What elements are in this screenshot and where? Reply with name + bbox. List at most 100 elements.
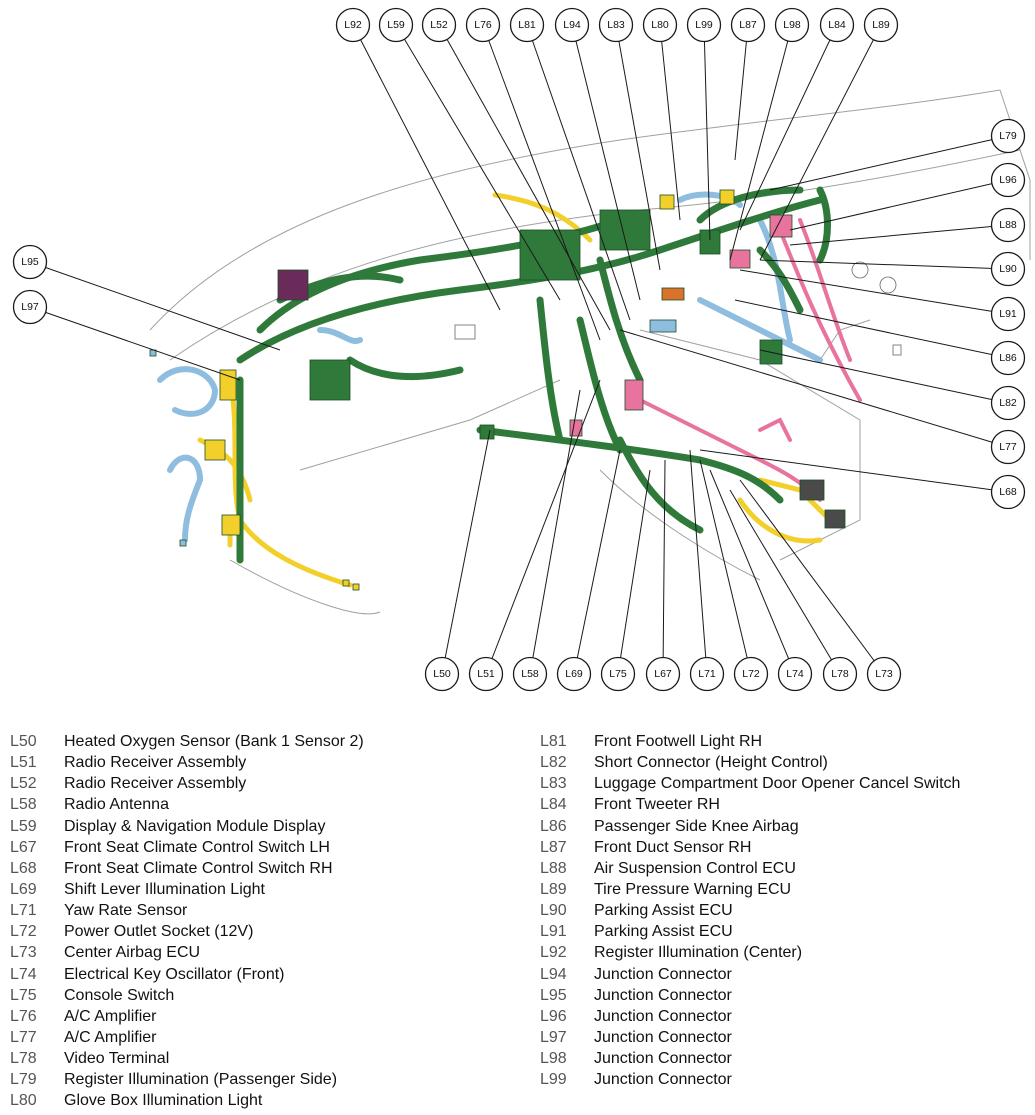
legend-code: L96 [540,1007,567,1025]
leader-line [699,449,1009,493]
callout-circle [733,656,769,692]
callout-l74: L74 [777,656,813,692]
callout-label: L77 [999,441,1017,453]
callout-l86: L86 [990,340,1026,376]
callout-label: L52 [430,19,448,31]
legend-description: Video Terminal [64,1050,170,1068]
callout-l80: L80 [642,7,678,43]
legend-description: Front Seat Climate Control Switch RH [64,859,333,877]
legend-description: Tire Pressure Warning ECU [594,880,792,898]
leader-line [571,24,641,301]
legend-description: Yaw Rate Sensor [64,902,188,920]
leader-line [739,269,1009,315]
legend-code: L92 [540,944,567,962]
legend-description: Parking Assist ECU [594,902,733,920]
callout-label: L72 [742,668,760,680]
legend-description: Shift Lever Illumination Light [64,880,265,898]
leader-line [659,24,681,221]
callout-l83: L83 [598,7,634,43]
callout-label: L81 [518,19,536,31]
legend-description: Front Seat Climate Control Switch LH [64,838,330,856]
legend-description: Junction Connector [594,965,732,983]
callout-circle [378,7,414,43]
legend-code: L69 [10,880,37,898]
legend-code: L91 [540,923,567,941]
legend-code: L97 [540,1028,567,1046]
callout-l76: L76 [465,7,501,43]
callout-l73: L73 [866,656,902,692]
legend-code: L71 [10,902,37,920]
legend-description: Junction Connector [594,1050,732,1068]
callout-circle [335,7,371,43]
callout-label: L84 [828,19,846,31]
callout-circle [990,385,1026,421]
leader-line [662,459,666,675]
callout-circle [774,7,810,43]
callout-label: L88 [999,219,1017,231]
leader-line [482,24,601,341]
callout-l95: L95 [12,244,48,280]
callout-label: L74 [786,668,804,680]
legend-code: L72 [10,923,37,941]
callout-circle [509,7,545,43]
callout-l58: L58 [512,656,548,692]
callout-label: L99 [695,19,713,31]
callout-circle [645,656,681,692]
callout-l78: L78 [822,656,858,692]
leader-line [438,24,611,331]
legend-description: Radio Receiver Assembly [64,754,247,772]
connectors [149,189,902,591]
callout-label: L76 [474,19,492,31]
callout-circle [990,118,1026,154]
callout-circle [556,656,592,692]
legend-description: Glove Box Illumination Light [64,1092,263,1110]
leader-line [619,329,1009,448]
callout-l69: L69 [556,656,592,692]
leader-line [441,429,491,675]
callout-label: L80 [651,19,669,31]
leader-line [759,259,1009,270]
callout-circle [730,7,766,43]
legend-code: L52 [10,775,37,793]
leader-line [789,224,1009,246]
legend-code: L95 [540,986,567,1004]
legend-code: L94 [540,965,567,983]
leader-line [485,379,601,675]
callout-l72: L72 [733,656,769,692]
legend-description: Front Footwell Light RH [594,733,763,750]
callout-l94: L94 [554,7,590,43]
leader-line [699,459,752,675]
legend-code: L78 [10,1050,37,1068]
legend-code: L86 [540,817,567,835]
leader-line [739,24,838,231]
leader-line [526,24,631,321]
legend-code: L82 [540,754,567,772]
callout-circle [990,429,1026,465]
callout-l84: L84 [819,7,855,43]
legend-description: Register Illumination (Center) [594,944,803,962]
legend-code: L90 [540,902,567,920]
callout-label: L90 [999,263,1017,275]
callout-label: L95 [21,256,39,268]
legend-description: Junction Connector [594,986,732,1004]
legend-description: Heated Oxygen Sensor (Bank 1 Sensor 2) [64,733,364,750]
legend-code: L89 [540,880,567,898]
callout-l91: L91 [990,296,1026,332]
callout-circle [822,656,858,692]
callout-l82: L82 [990,385,1026,421]
legend-code: L75 [10,986,37,1004]
legend-description: Junction Connector [594,1007,732,1025]
callout-label: L51 [477,668,495,680]
legend-code: L59 [10,817,37,835]
legend-code: L68 [10,859,37,877]
callout-label: L73 [875,668,893,680]
callout-circle [424,656,460,692]
callout-label: L94 [563,19,581,31]
leader-line [759,24,882,261]
legend-code: L84 [540,796,567,814]
callout-l96: L96 [990,162,1026,198]
callout-circle [689,656,725,692]
legend-code: L50 [10,733,37,750]
callout-label: L67 [654,668,672,680]
